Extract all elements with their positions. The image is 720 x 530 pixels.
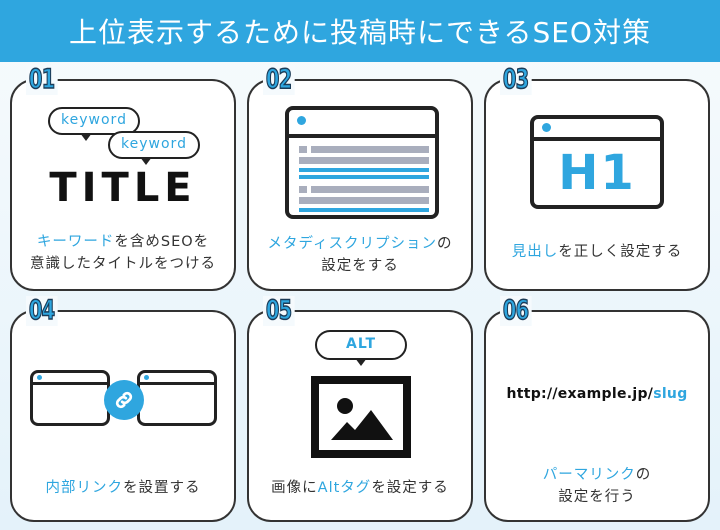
caption-text: を含めSEOを <box>114 234 210 250</box>
caption-highlight: 内部リンク <box>45 480 123 496</box>
caption-text: を正しく設定する <box>558 244 683 260</box>
card-01-title: 01 keyword keyword TITLE キーワードを含めSEOを 意識… <box>10 64 236 291</box>
caption-text: 設定を行う <box>558 489 636 505</box>
card-caption: メタディスクリプションの 設定をする <box>249 233 471 277</box>
caption-text: 設定をする <box>321 258 399 274</box>
image-icon <box>311 376 411 458</box>
keyword-bubble: keyword <box>108 131 200 165</box>
caption-text: を設定する <box>371 480 449 496</box>
h1-text: H1 <box>558 145 636 201</box>
caption-text: を設置する <box>123 480 201 496</box>
alt-bubble: ALT <box>315 330 407 366</box>
caption-highlight: キーワード <box>36 234 115 250</box>
card-caption: 見出しを正しく設定する <box>486 241 708 263</box>
caption-text: の <box>635 467 652 483</box>
browser-window-icon <box>285 106 439 219</box>
card-05-alt-tag: 05 ALT 画像にAltタグを設定する <box>247 295 473 522</box>
browser-window-icon <box>137 370 217 426</box>
url-slug: slug <box>653 386 688 402</box>
browser-window-icon: H1 <box>530 115 664 209</box>
card-02-meta-description: 02 メタディスクリプションの 設定をする <box>247 64 473 291</box>
caption-highlight: Altタグ <box>317 480 372 496</box>
link-icon <box>104 380 144 420</box>
card-06-permalink: 06 http://example.jp/slug パーマリンクの 設定を行う <box>484 295 710 522</box>
card-number: 02 <box>263 64 295 95</box>
card-caption: キーワードを含めSEOを 意識したタイトルをつける <box>12 231 234 275</box>
card-04-internal-links: 04 内部リンクを設置する <box>10 295 236 522</box>
example-url: http://example.jp/slug <box>486 386 708 402</box>
page-title: 上位表示するために投稿時にできるSEO対策 <box>0 0 720 62</box>
caption-highlight: メタディスクリプション <box>267 236 437 252</box>
browser-window-icon <box>30 370 110 426</box>
card-number: 06 <box>500 295 532 326</box>
caption-text: 画像に <box>271 480 318 496</box>
caption-text: の <box>436 236 453 252</box>
caption-highlight: パーマリンク <box>542 467 636 483</box>
card-caption: パーマリンクの 設定を行う <box>486 464 708 508</box>
keyword-bubble: keyword <box>48 107 140 141</box>
caption-text: 意識したタイトルをつける <box>30 256 216 272</box>
title-text: TITLE <box>49 165 197 211</box>
card-number: 03 <box>500 64 532 95</box>
card-number: 01 <box>26 64 58 95</box>
card-number: 05 <box>263 295 295 326</box>
card-caption: 画像にAltタグを設定する <box>249 477 471 499</box>
card-caption: 内部リンクを設置する <box>12 477 234 499</box>
caption-highlight: 見出し <box>511 244 559 260</box>
card-03-headings: 03 H1 見出しを正しく設定する <box>484 64 710 291</box>
card-number: 04 <box>26 295 58 326</box>
url-base: http://example.jp/ <box>506 386 654 402</box>
